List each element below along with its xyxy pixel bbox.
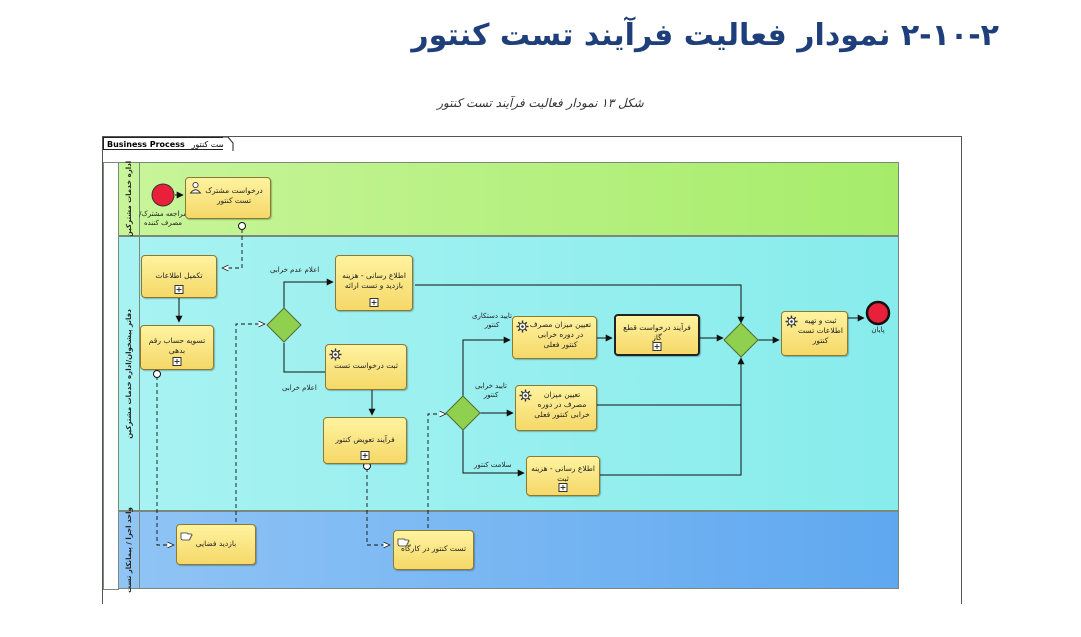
gateway-test-result xyxy=(445,395,481,431)
frame-title-fa: فرآیند تست کنتور xyxy=(191,140,223,149)
lane-header: دفاتر پیشخوان/اداره خدمات مشترکین xyxy=(119,237,140,510)
page-heading: ۲-۱۰-۲ نمودار فعالیت فرآیند تست کنتور xyxy=(411,18,999,53)
task-label: درخواست مشترک تست کنتور xyxy=(205,185,263,205)
task-settle-account[interactable]: تسویه حساب رقم بدهی xyxy=(140,325,214,370)
task-label: اطلاع رسانی - هزینه بازدید و تست ارائه xyxy=(342,270,406,290)
flow-label-tamper: تایید دستکاری کنتور xyxy=(472,312,512,330)
start-event-label: مراجعه مشترک/مصرف کننده xyxy=(139,210,187,228)
gateway-merge xyxy=(723,322,759,358)
message-source-dot xyxy=(238,222,246,230)
flow-notify2-gw3 xyxy=(600,357,745,476)
task-request-test[interactable]: درخواست مشترک تست کنتور xyxy=(185,177,271,219)
subprocess-marker-icon xyxy=(558,483,568,492)
gateway-fault-check xyxy=(266,307,302,343)
task-label: تعیین میزان مصرف در دوره خرابی کنتور فعل… xyxy=(529,319,592,349)
flow-label-fault-report: اعلام خرابی xyxy=(282,384,317,392)
message-workshop-gw2 xyxy=(427,414,446,528)
task-label: تسویه حساب رقم بدهی xyxy=(148,335,206,355)
task-label: ثبت و تهیه اطلاعات تست کنتور xyxy=(798,315,843,345)
start-event xyxy=(151,183,175,207)
manual-hand-icon xyxy=(180,532,193,541)
subprocess-marker-icon xyxy=(369,298,379,307)
task-label: اطلاع رسانی - هزینه ثبت xyxy=(531,463,595,483)
message-settle-inspect xyxy=(156,376,174,545)
flow-gw2-calc1 xyxy=(462,336,511,396)
end-event xyxy=(865,300,891,326)
task-complete-info[interactable]: تکمیل اطلاعات xyxy=(141,255,217,298)
service-gear-icon xyxy=(519,389,532,402)
end-event-label: پایان xyxy=(871,326,885,334)
task-label: تست کنتور در کارگاه xyxy=(400,543,467,553)
task-calc-consumption-1[interactable]: تعیین میزان مصرف در دوره خرابی کنتور فعل… xyxy=(512,316,597,359)
flow-calc2-gw3 xyxy=(597,358,742,406)
lane-header: واحد اجرا / پیمانکار تست xyxy=(119,507,140,593)
task-register-request[interactable]: ثبت درخواست تست xyxy=(325,344,407,390)
task-label: بازدید فضایی xyxy=(195,538,237,548)
flow-gw1-register xyxy=(283,343,334,376)
flow-notify-gw3 xyxy=(415,284,745,324)
flow-label-healthy: سلامت کنتور xyxy=(474,461,512,469)
task-final-record[interactable]: ثبت و تهیه اطلاعات تست کنتور xyxy=(781,311,848,356)
service-gear-icon xyxy=(785,315,798,328)
figure-caption: شکل ۱۳ نمودار فعالیت فرآیند تست کنتور xyxy=(437,96,644,110)
task-notify-fee[interactable]: اطلاع رسانی - هزینه بازدید و تست ارائه xyxy=(335,255,413,311)
task-label: فرآیند تعویض کنتور xyxy=(335,434,395,444)
task-field-inspection[interactable]: بازدید فضایی xyxy=(176,524,256,565)
user-icon xyxy=(189,181,202,194)
subprocess-marker-icon xyxy=(360,451,370,460)
task-label: فرآیند درخواست قطع گاز xyxy=(623,322,691,342)
frame-title-notch xyxy=(222,137,234,151)
message-source-dot xyxy=(153,370,161,378)
lane-service-offices: دفاتر پیشخوان/اداره خدمات مشترکین xyxy=(118,236,899,511)
service-gear-icon xyxy=(329,348,342,361)
message-request-complete xyxy=(222,229,243,268)
frame-title-en: Business Process xyxy=(107,140,185,149)
task-label: تکمیل اطلاعات xyxy=(155,270,203,280)
message-inspect-gw1 xyxy=(235,324,265,522)
task-calc-consumption-2[interactable]: تعیین میزان مصرف در دوره خرابی کنتور فعل… xyxy=(515,385,597,431)
subprocess-marker-icon xyxy=(174,285,184,294)
flow-label-fault-claim: اعلام عدم خرابی xyxy=(270,266,320,274)
task-replace-meter[interactable]: فرآیند تعویض کنتور xyxy=(323,417,407,464)
flow-gw2-notify2 xyxy=(462,430,525,477)
task-notify-cost[interactable]: اطلاع رسانی - هزینه ثبت xyxy=(526,456,600,496)
lane-header: اداره خدمات مشترکین xyxy=(119,161,140,237)
diagram-frame xyxy=(102,136,962,604)
subprocess-marker-icon xyxy=(172,357,182,366)
task-gas-cut-request[interactable]: فرآیند درخواست قطع گاز xyxy=(614,314,700,356)
task-workshop-test[interactable]: تست کنتور در کارگاه xyxy=(393,530,474,570)
subprocess-marker-icon xyxy=(652,342,662,351)
task-label: ثبت درخواست تست xyxy=(334,360,398,370)
task-label: تعیین میزان مصرف در دوره خرابی کنتور فعل… xyxy=(534,389,590,420)
manual-hand-icon xyxy=(397,538,410,547)
message-replace-workshop xyxy=(366,468,390,545)
diagram-frame-title: Business Process فرآیند تست کنتور xyxy=(103,137,223,150)
flow-label-broken: تایید خرابی کنتور xyxy=(475,382,507,400)
service-gear-icon xyxy=(516,320,529,333)
